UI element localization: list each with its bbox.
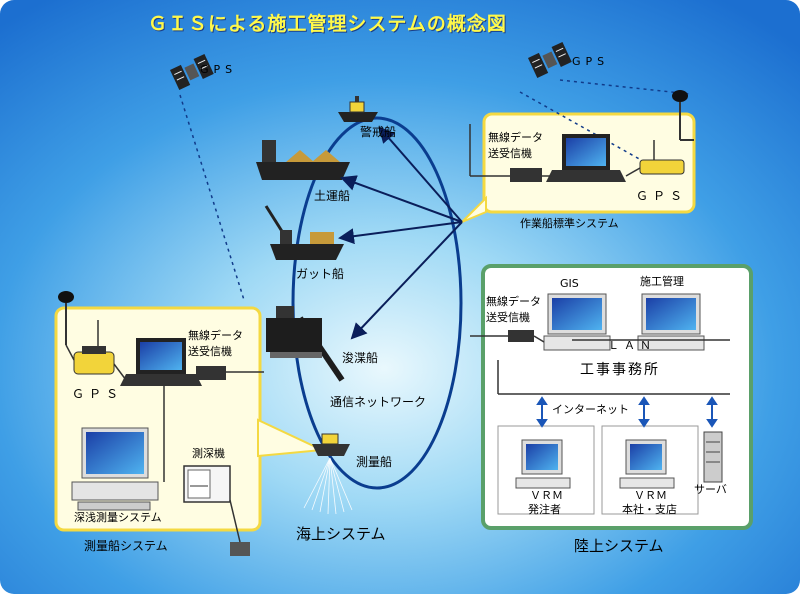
survey-boat-icon (312, 433, 350, 456)
gps-antenna-right-icon (672, 90, 694, 141)
work-ship-gps-label: ＧＰＳ (636, 189, 688, 203)
guard-boat-icon (338, 96, 378, 122)
hq-label: 本社・支店 (622, 503, 677, 516)
survey-system-name-label: 深浅測量システム (74, 511, 162, 524)
work-ship-gps-receiver-icon (639, 159, 685, 175)
survey-radio-icon (196, 366, 226, 380)
network-ellipse (291, 116, 463, 490)
internet-arrows (536, 396, 718, 428)
gps-antenna-left-icon (58, 291, 74, 345)
grab-boat-label: ガット船 (296, 267, 345, 281)
land-cables (470, 335, 730, 395)
gps-signal-lines (179, 79, 691, 301)
hq-computer-icon (619, 439, 675, 489)
survey-radio-label-1: 無線データ (188, 329, 243, 342)
guard-boat-label: 警戒船 (360, 125, 397, 139)
survey-box-pointer (257, 418, 326, 458)
gps-label-top-left: GPS (200, 63, 238, 76)
earth-carrier-label: 土運船 (314, 189, 351, 203)
comm-network-label: 通信ネットワーク (330, 395, 427, 409)
gps-satellite-left-icon (170, 53, 214, 90)
survey-desktop-icon (71, 427, 159, 511)
construction-mgmt-label: 施工管理 (640, 275, 684, 288)
grab-boat-icon (264, 205, 344, 260)
gis-computer-icon (543, 293, 611, 351)
survey-transducer-icon (230, 542, 250, 556)
land-radio-label-1: 無線データ (486, 295, 541, 308)
sonar-beam-icon (303, 457, 353, 515)
survey-gps-label: ＧＰＳ (72, 387, 124, 401)
survey-boat-label: 測量船 (356, 455, 393, 469)
gis-label: GIS (560, 277, 579, 290)
gps-label-top-right: GPS (572, 55, 610, 68)
survey-laptop-icon (120, 338, 202, 386)
work-ship-caption: 作業船標準システム (520, 217, 619, 230)
server-label: サーバ (694, 483, 727, 496)
gps-satellite-right-icon (528, 41, 572, 78)
earth-carrier-icon (256, 140, 350, 180)
dredger-icon (266, 306, 345, 382)
land-radio-label-2: 送受信機 (486, 311, 530, 324)
internet-label: インターネット (552, 403, 629, 416)
server-icon (703, 431, 723, 483)
construction-mgmt-computer-icon (637, 293, 705, 351)
survey-radio-label-2: 送受信機 (188, 345, 232, 358)
sea-system-label: 海上システム (296, 525, 386, 543)
work-ship-cables (469, 124, 655, 177)
lan-label: ＬＡＮ (608, 339, 656, 352)
land-system-label: 陸上システム (574, 537, 664, 555)
survey-caption: 測量船システム (84, 539, 168, 553)
survey-gps-receiver-icon (73, 351, 115, 375)
vrm-client-label: ＶＲＭ (530, 489, 563, 502)
survey-sounder-label: 測深機 (192, 447, 225, 460)
survey-cables (65, 320, 264, 543)
survey-gps-cap-icon (82, 346, 106, 354)
client-label: 発注者 (528, 503, 561, 516)
land-radio-icon (508, 330, 534, 342)
client-computer-icon (515, 439, 571, 489)
work-ship-box-pointer (461, 195, 487, 223)
work-ship-laptop-icon (546, 134, 626, 182)
work-ship-radio-label-2: 送受信機 (488, 147, 532, 160)
network-arrows (338, 126, 463, 340)
work-ship-radio-label-1: 無線データ (488, 131, 543, 144)
vrm-hq-label: ＶＲＭ (634, 489, 667, 502)
survey-sounder-icon (183, 465, 231, 503)
work-ship-radio-icon (510, 168, 542, 182)
office-label: 工事事務所 (580, 362, 660, 378)
dredger-label: 浚渫船 (342, 351, 379, 365)
diagram-title: ＧＩＳによる施工管理システムの概念図 (148, 13, 507, 35)
